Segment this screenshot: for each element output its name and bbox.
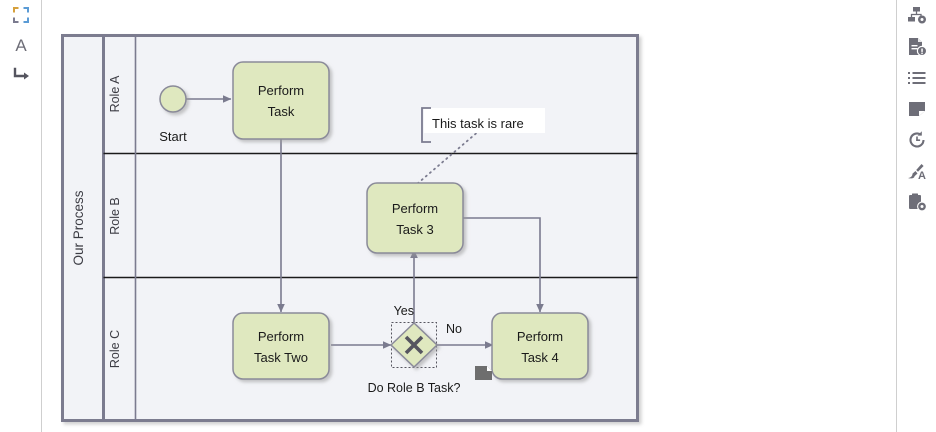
start-event-circle[interactable] — [159, 85, 187, 113]
lane-role-b[interactable]: Role B — [108, 197, 122, 235]
document-info-icon[interactable] — [897, 31, 936, 62]
revision-history-icon[interactable] — [897, 124, 936, 155]
right-toolbar: A — [896, 0, 936, 432]
list-icon[interactable] — [897, 62, 936, 93]
document-marker-fold — [487, 366, 492, 371]
task-perform-task-line2: Task — [268, 104, 295, 119]
lane-label-role-b: Role B — [108, 197, 122, 235]
svg-text:A: A — [918, 170, 926, 182]
task-perform-task-3-line1: Perform — [392, 201, 438, 216]
flow-label-no: No — [446, 322, 462, 336]
task-perform-task-two[interactable]: Perform Task Two — [232, 312, 330, 380]
connector-tool-icon[interactable] — [0, 60, 42, 90]
format-painter-icon[interactable]: A — [897, 155, 936, 186]
task-perform-task-4-box[interactable] — [491, 312, 589, 380]
lane-label-role-c: Role C — [108, 330, 122, 368]
annotation-background — [424, 108, 545, 133]
svg-text:A: A — [15, 36, 27, 55]
shape-settings-icon[interactable] — [897, 0, 936, 31]
start-event-label: Start — [159, 129, 187, 144]
text-annotation-rare[interactable]: This task is rare — [421, 107, 545, 143]
lane-role-c[interactable]: Role C — [108, 330, 122, 368]
task-perform-task-4-line2: Task 4 — [521, 350, 559, 365]
flow-task-3-to-task-4[interactable] — [463, 217, 544, 313]
task-perform-task-two-line2: Task Two — [254, 350, 308, 365]
start-event[interactable]: Start — [159, 85, 187, 144]
task-perform-task-3-line2: Task 3 — [396, 222, 434, 237]
task-perform-task-3-box[interactable] — [366, 182, 464, 254]
task-perform-task-4-line1: Perform — [517, 329, 563, 344]
flow-label-yes: Yes — [394, 304, 414, 318]
text-tool-icon[interactable]: A — [0, 30, 42, 60]
gateway-exclusive-marker-icon — [404, 335, 424, 355]
fit-to-screen-icon[interactable] — [0, 0, 42, 30]
pool-label: Our Process — [71, 190, 86, 265]
clipboard-settings-icon[interactable] — [897, 186, 936, 217]
task-perform-task-line1: Perform — [258, 83, 304, 98]
annotation-bracket — [421, 107, 431, 143]
lane-label-role-a: Role A — [108, 75, 122, 112]
task-perform-task-two-box[interactable] — [232, 312, 330, 380]
gateway-label: Do Role B Task? — [368, 381, 461, 395]
page-icon[interactable] — [897, 93, 936, 124]
task-perform-task-two-line1: Perform — [258, 329, 304, 344]
gateway-do-role-b-task[interactable]: Do Role B Task? — [368, 321, 461, 396]
document-marker-icon[interactable] — [475, 366, 492, 380]
task-perform-task-3[interactable]: Perform Task 3 — [366, 182, 464, 254]
annotation-text: This task is rare — [432, 116, 524, 131]
pool-our-process[interactable]: Our Process — [61, 34, 639, 422]
task-perform-task-box[interactable] — [232, 61, 330, 140]
task-perform-task-4[interactable]: Perform Task 4 — [491, 312, 589, 380]
left-toolbar: A — [0, 0, 42, 432]
diagram-canvas[interactable]: Our Process Role A Role B Role C — [43, 0, 895, 432]
task-perform-task[interactable]: Perform Task — [232, 61, 330, 140]
bpmn-diagram: Our Process Role A Role B Role C — [61, 34, 639, 422]
lane-role-a[interactable]: Role A — [108, 75, 122, 112]
